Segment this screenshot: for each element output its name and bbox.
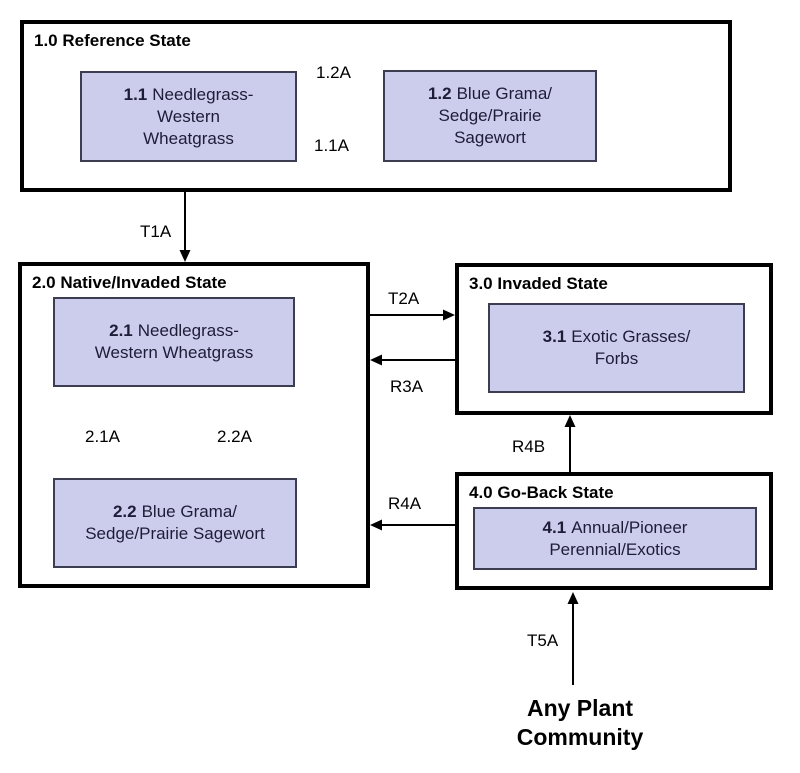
community-id: 4.1 [542, 517, 567, 537]
community-id: 3.1 [542, 327, 567, 346]
transition-label-2-1a: 2.1A [85, 427, 120, 446]
transition-label-r4a: R4A [388, 494, 422, 513]
community-id: 1.1 [123, 84, 148, 104]
transition-label-r4b: R4B [512, 437, 546, 456]
arrow-r4b [564, 415, 576, 472]
community-id: 2.1 [109, 321, 133, 340]
transition-label-1-1a: 1.1A [314, 136, 349, 155]
transition-label-2-2a: 2.2A [217, 427, 252, 446]
transition-label-1-2a: 1.2A [316, 63, 351, 82]
arrow-r3a [370, 354, 455, 366]
any-plant-community-label: Any Plant Community [516, 695, 644, 750]
arrow-t5a [567, 592, 579, 685]
arrow-t2a [370, 309, 455, 321]
community-id: 1.2 [427, 84, 452, 103]
community-id: 2.2 [112, 502, 137, 521]
arrow-t1a [179, 192, 191, 262]
transition-label-t2a: T2A [388, 289, 420, 308]
transition-label-t5a: T5A [527, 631, 559, 650]
state-title-invaded: 3.0 Invaded State [469, 274, 608, 293]
state-title-native-invaded: 2.0 Native/Invaded State [32, 273, 227, 292]
state-title-reference: 1.0 Reference State [34, 31, 191, 50]
transition-label-r3a: R3A [390, 377, 424, 396]
transition-label-t1a: T1A [140, 222, 172, 241]
arrow-r4a [370, 519, 455, 531]
state-title-go-back: 4.0 Go-Back State [469, 483, 614, 502]
